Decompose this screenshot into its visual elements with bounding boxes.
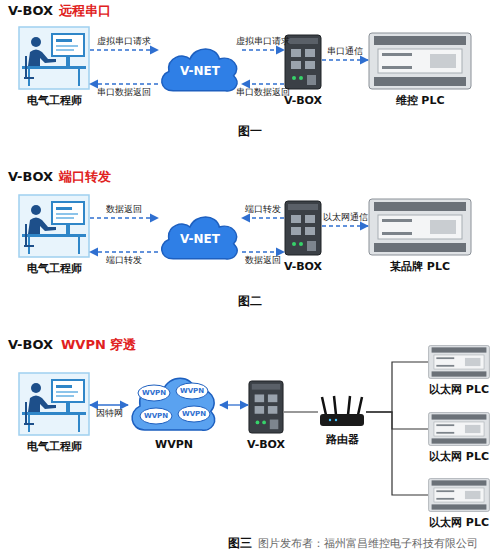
router-node: 路由器 — [318, 395, 366, 429]
connector — [242, 251, 284, 252]
figure-caption: 图三 — [228, 536, 252, 550]
wvpn-bubble — [176, 383, 208, 399]
node-label: 电气工程师 — [27, 94, 82, 107]
node-label: 电气工程师 — [27, 262, 82, 275]
cloud-outline — [132, 378, 215, 430]
plc-node: 以太网 PLC — [428, 478, 490, 512]
connector — [90, 49, 158, 50]
router-device — [320, 396, 364, 426]
wvpn-bubble — [138, 385, 170, 401]
connector — [90, 217, 158, 218]
connector — [284, 411, 318, 412]
node-label: V-BOX — [247, 438, 285, 451]
node-label: 维控 PLC — [396, 94, 445, 107]
edge-label: 数据返回 — [245, 255, 281, 266]
connector — [242, 83, 284, 84]
connector — [322, 59, 368, 60]
section-title: 端口转发 — [59, 170, 111, 184]
engineer-node: 电气工程师 — [18, 194, 90, 258]
edge-label: 虚拟串口请求 — [236, 36, 290, 47]
cloud-node: V-NET — [158, 44, 242, 94]
edge-label: 数据返回 — [106, 204, 142, 215]
plc-device — [369, 33, 471, 89]
section-title: WVPN 穿透 — [61, 338, 136, 352]
wvpn-bubble — [178, 406, 210, 422]
plc-node: 以太网 PLC — [428, 412, 490, 446]
bubble-label: WVPN — [140, 412, 172, 421]
node-label: V-NET — [158, 233, 242, 246]
edge-label: 因特网 — [96, 408, 123, 419]
section-title: V-BOX — [8, 338, 53, 352]
connector — [242, 217, 284, 218]
bubble-label: WVPN — [178, 410, 210, 419]
vbox-node: V-BOX — [284, 200, 322, 256]
engineer-illustration — [19, 27, 89, 89]
plc-device — [369, 199, 471, 255]
node-label: 以太网 PLC — [429, 450, 489, 463]
figure-caption: 图一 — [238, 124, 262, 138]
vbox-device — [285, 35, 321, 89]
vbox-device — [249, 381, 283, 433]
node-label: 路由器 — [326, 433, 359, 446]
watermark: 图片发布者：福州富昌维控电子科技有限公司 — [256, 537, 480, 551]
connector — [366, 412, 428, 495]
vbox-node: V-BOX — [248, 380, 284, 434]
plc-node: 维控 PLC — [368, 32, 472, 90]
node-label: V-BOX — [284, 260, 322, 273]
node-label: 某品牌 PLC — [390, 260, 450, 273]
section-title: V-BOX — [8, 4, 53, 18]
engineer-illustration — [19, 373, 89, 435]
wvpn-cloud-node: WVPNWVPNWVPNWVPNWVPN — [128, 372, 220, 434]
wvpn-bubble — [140, 408, 172, 424]
engineer-illustration — [19, 195, 89, 257]
edge-label: 虚拟串口请求 — [97, 36, 151, 47]
plc-node: 以太网 PLC — [428, 345, 490, 379]
section-title: V-BOX — [8, 170, 53, 184]
plc-device — [429, 346, 490, 379]
plc-device — [429, 479, 490, 512]
edge-label: 串口数据返回 — [97, 87, 151, 98]
bubble-label: WVPN — [176, 387, 208, 396]
bubble-label: WVPN — [138, 389, 170, 398]
connector — [220, 404, 248, 405]
edge-label: 端口转发 — [245, 204, 281, 215]
figure-caption: 图二 — [238, 294, 262, 308]
edge-label: 串口数据返回 — [236, 87, 290, 98]
connector — [90, 404, 128, 405]
connector — [242, 49, 284, 50]
section-title: 远程串口 — [59, 4, 111, 18]
edge-label: 以太网通信 — [323, 212, 368, 223]
connector — [322, 225, 368, 226]
edge-label: 端口转发 — [106, 255, 142, 266]
node-label: 以太网 PLC — [429, 516, 489, 529]
cloud-node: V-NET — [158, 212, 242, 262]
engineer-node: 电气工程师 — [18, 372, 90, 436]
node-label: V-NET — [158, 65, 242, 78]
connector — [90, 83, 158, 84]
node-label: 电气工程师 — [27, 440, 82, 453]
edge-label: 串口通信 — [327, 46, 363, 57]
node-label: 以太网 PLC — [429, 383, 489, 396]
engineer-node: 电气工程师 — [18, 26, 90, 90]
connector — [366, 362, 428, 412]
node-label: WVPN — [155, 438, 193, 451]
plc-node: 某品牌 PLC — [368, 198, 472, 256]
connector — [366, 412, 428, 429]
connector — [90, 251, 158, 252]
plc-device — [429, 413, 490, 446]
vbox-device — [285, 201, 321, 255]
cloud-shape — [128, 372, 220, 434]
